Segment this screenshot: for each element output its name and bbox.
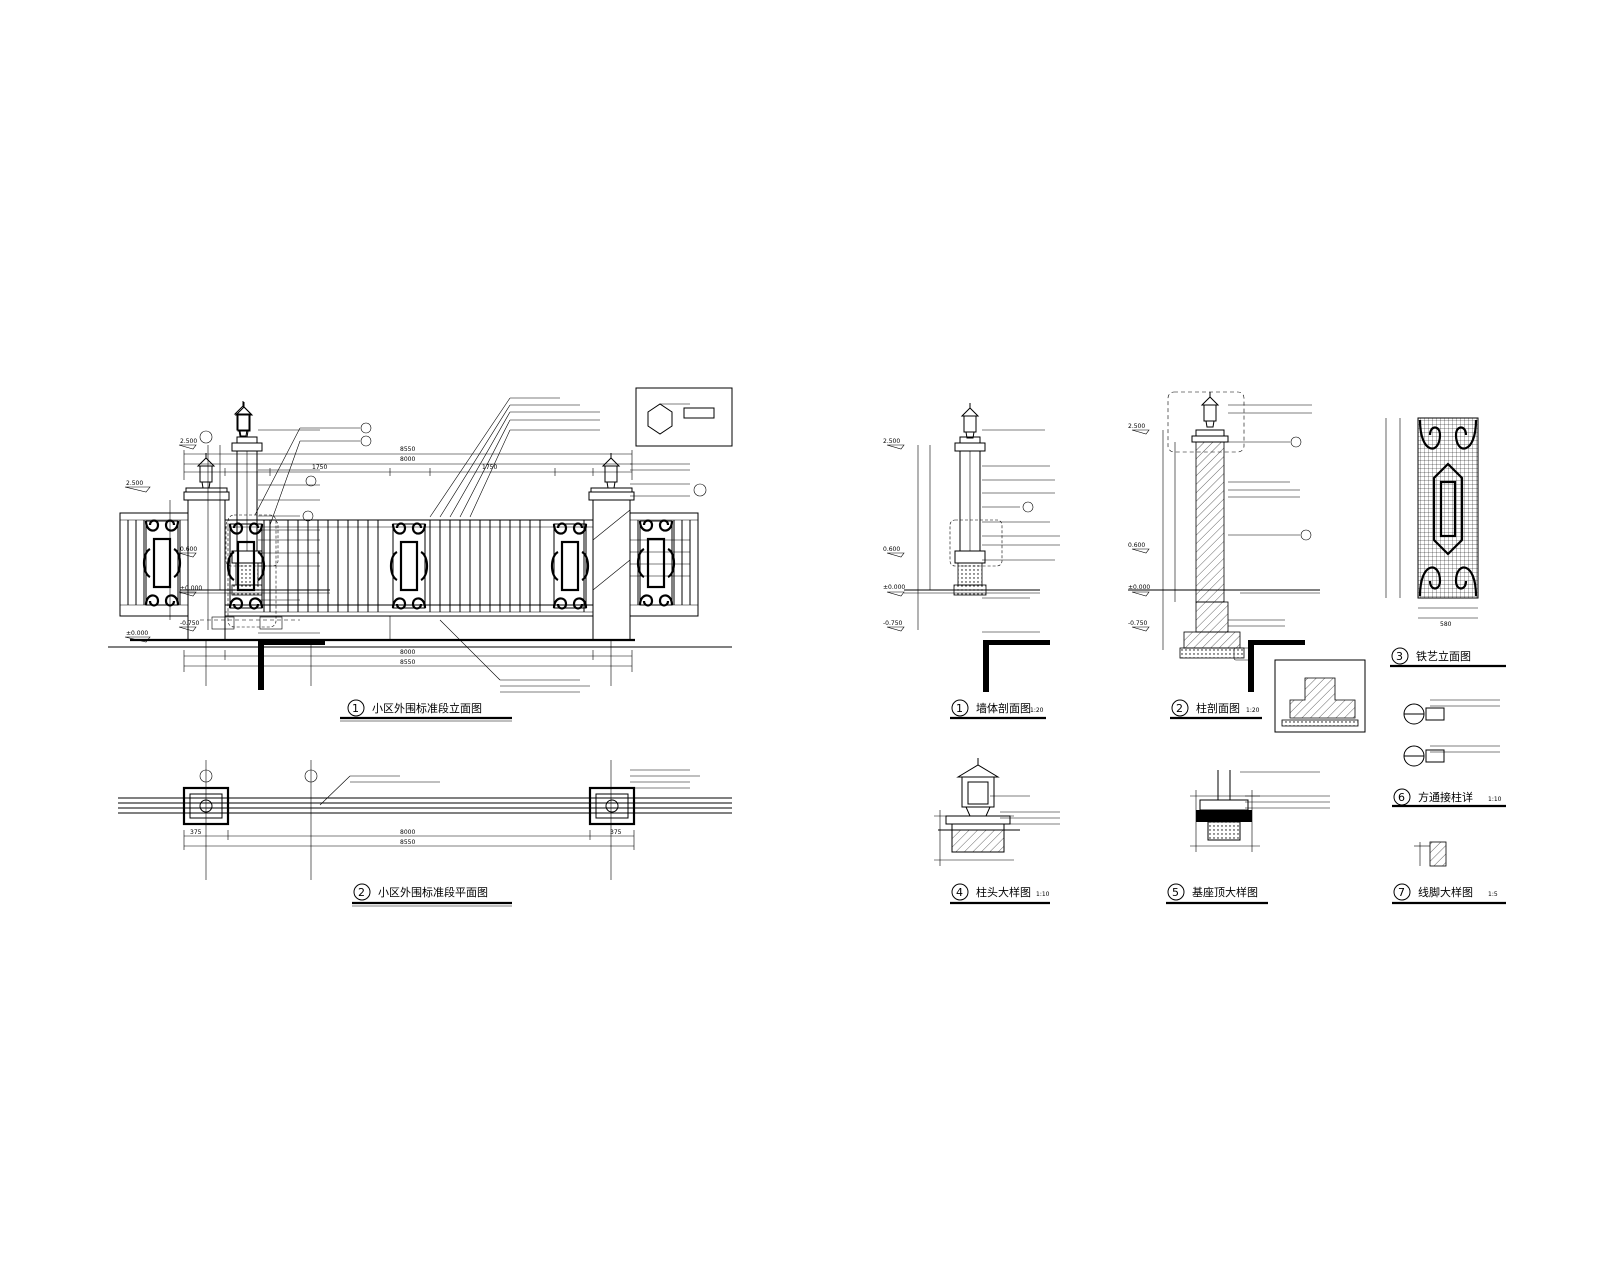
conn-num: 6	[1398, 791, 1405, 804]
connector-detail-inset	[635, 387, 733, 447]
dim-span-b: 1750	[482, 464, 497, 471]
base-num: 5	[1172, 886, 1179, 899]
sec1-level-ground: ±0.000	[180, 585, 202, 592]
cap-title: 柱头大样图	[976, 885, 1031, 899]
cap-scale: 1:10	[1036, 891, 1050, 898]
sec1-scale: 1:20	[1030, 707, 1044, 714]
plan-dim-pier-right: 375	[610, 829, 622, 836]
fence-plan-view: 375 8000 8550 375 2 小区外围标准段平面图	[118, 760, 732, 907]
plan-dimensions	[183, 760, 635, 880]
s2-level-top: 2.500	[1128, 423, 1145, 430]
plan-title: 小区外围标准段平面图	[378, 885, 488, 899]
left-pier	[183, 452, 230, 641]
iron-width: 580	[1440, 621, 1452, 628]
s1-level-mid: 0.600	[883, 546, 900, 553]
dim-bottom-total: 8550	[400, 659, 415, 666]
pier-section-2: 2.500 0.600 ±0.000 -0.750 2 柱剖面图 1:20	[1128, 391, 1366, 733]
wall-section-1: 2.500 0.600 ±0.000 -0.750 1 墙体剖面图 1:20	[883, 402, 1060, 720]
conn-title: 方通接柱详	[1418, 790, 1473, 804]
right-pier	[588, 452, 635, 641]
plan-leaders	[199, 769, 700, 806]
plan-right-pier	[588, 786, 636, 826]
sec1-level-mid: 0.600	[180, 546, 197, 553]
dim-bottom-inner: 8000	[400, 649, 415, 656]
sec2-num: 2	[1176, 702, 1183, 715]
wall-section-levels	[178, 444, 221, 632]
sec1-title: 墙体剖面图	[976, 701, 1031, 715]
line-scale: 1:5	[1488, 891, 1498, 898]
s2-level-bottom: -0.750	[1128, 620, 1148, 627]
iron-title: 铁艺立面图	[1416, 649, 1471, 663]
sec2-title: 柱剖面图	[1196, 701, 1240, 715]
dim-inner: 8000	[400, 456, 415, 463]
dim-total: 8550	[400, 446, 415, 453]
plan-dim-inner: 8000	[400, 829, 415, 836]
iron-num: 3	[1396, 650, 1403, 663]
conn-scale: 1:10	[1488, 796, 1502, 803]
s1-level-ground: ±0.000	[883, 584, 905, 591]
wall-section-view: 2.500 0.600 ±0.000 -0.750	[178, 400, 330, 690]
wall-section-leaders	[225, 429, 320, 634]
s2-level-mid: 0.600	[1128, 542, 1145, 549]
s1-level-bottom: -0.750	[883, 620, 903, 627]
plan-num: 2	[358, 886, 365, 899]
line-title: 线脚大样图	[1418, 885, 1473, 899]
sec1-level-top: 2.500	[180, 438, 197, 445]
line-num: 7	[1398, 886, 1405, 899]
right-partial-fence	[629, 512, 699, 617]
sec1-level-bottom: -0.750	[180, 620, 200, 627]
dim-span-a: 1750	[312, 464, 327, 471]
base-title: 基座顶大样图	[1192, 885, 1258, 899]
iron-panel-elevation: 580 3 铁艺立面图	[1385, 417, 1506, 668]
tube-connection-detail: 6 方通接柱详 1:10	[1392, 699, 1506, 808]
moulding-detail: 7 线脚大样图 1:5	[1392, 841, 1506, 905]
s1-level-top: 2.500	[883, 438, 900, 445]
sec1-num: 1	[956, 702, 963, 715]
sec2-scale: 1:20	[1246, 707, 1260, 714]
elevation-level-marks	[124, 486, 171, 643]
base-top-detail: 5 基座顶大样图	[1166, 770, 1330, 905]
level-ground: ±0.000	[126, 630, 148, 637]
plan-dim-total: 8550	[400, 839, 415, 846]
left-partial-fence	[119, 512, 189, 617]
footing-detail-inset	[1274, 659, 1366, 733]
elevation-leaders	[199, 397, 707, 693]
main-fence	[225, 514, 593, 628]
level-top: 2.500	[126, 480, 143, 487]
elev-title: 小区外围标准段立面图	[372, 701, 482, 715]
elev-num: 1	[352, 702, 359, 715]
plan-dim-pier-left: 375	[190, 829, 202, 836]
cap-num: 4	[956, 886, 963, 899]
elevation-top-dimensions	[183, 450, 633, 480]
fence-elevation-view: 8550 8000 1750 1750 8000 8550 2.500 ±0.0…	[108, 387, 733, 722]
s2-level-ground: ±0.000	[1128, 584, 1150, 591]
iron-dimensions	[1385, 418, 1478, 619]
pier-cap-detail: 4 柱头大样图 1:10	[934, 758, 1060, 905]
